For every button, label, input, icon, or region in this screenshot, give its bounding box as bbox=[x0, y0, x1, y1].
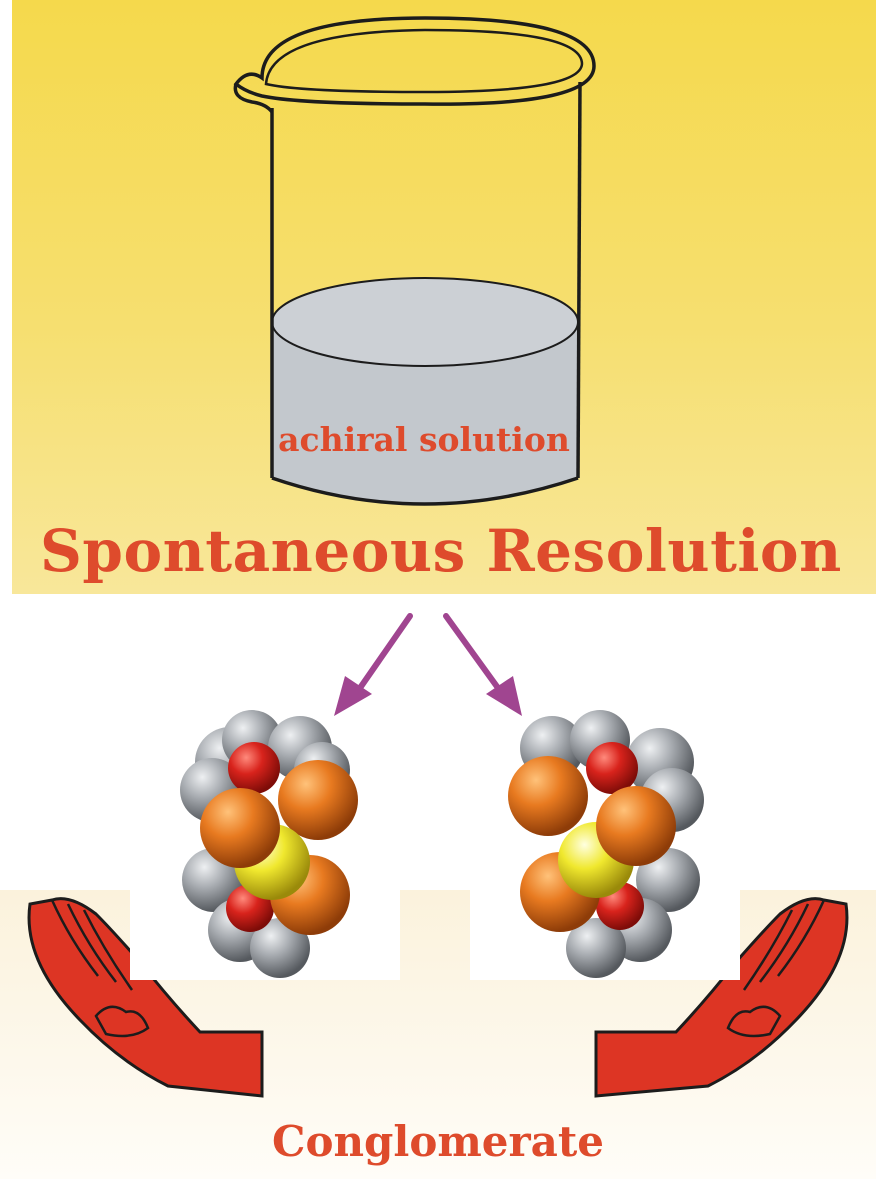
liquid-surface bbox=[271, 277, 579, 367]
beaker-bottom bbox=[271, 476, 579, 506]
molecule-left bbox=[180, 710, 358, 978]
beaker bbox=[233, 16, 596, 506]
arrow-left bbox=[334, 613, 413, 716]
beaker-rim bbox=[233, 16, 596, 106]
molecule-right bbox=[508, 710, 704, 978]
beaker-spout bbox=[233, 83, 274, 114]
beaker-right-wall bbox=[576, 81, 582, 479]
conglomerate-label: Conglomerate bbox=[272, 1117, 604, 1166]
achiral-solution-label: achiral solution bbox=[278, 420, 570, 459]
beaker-rim-inner bbox=[264, 28, 584, 94]
beaker-liquid bbox=[272, 322, 578, 504]
left-hand bbox=[27, 897, 264, 1098]
right-hand bbox=[594, 897, 849, 1098]
spontaneous-resolution-title: Spontaneous Resolution bbox=[40, 517, 842, 585]
arrow-right bbox=[443, 613, 522, 716]
